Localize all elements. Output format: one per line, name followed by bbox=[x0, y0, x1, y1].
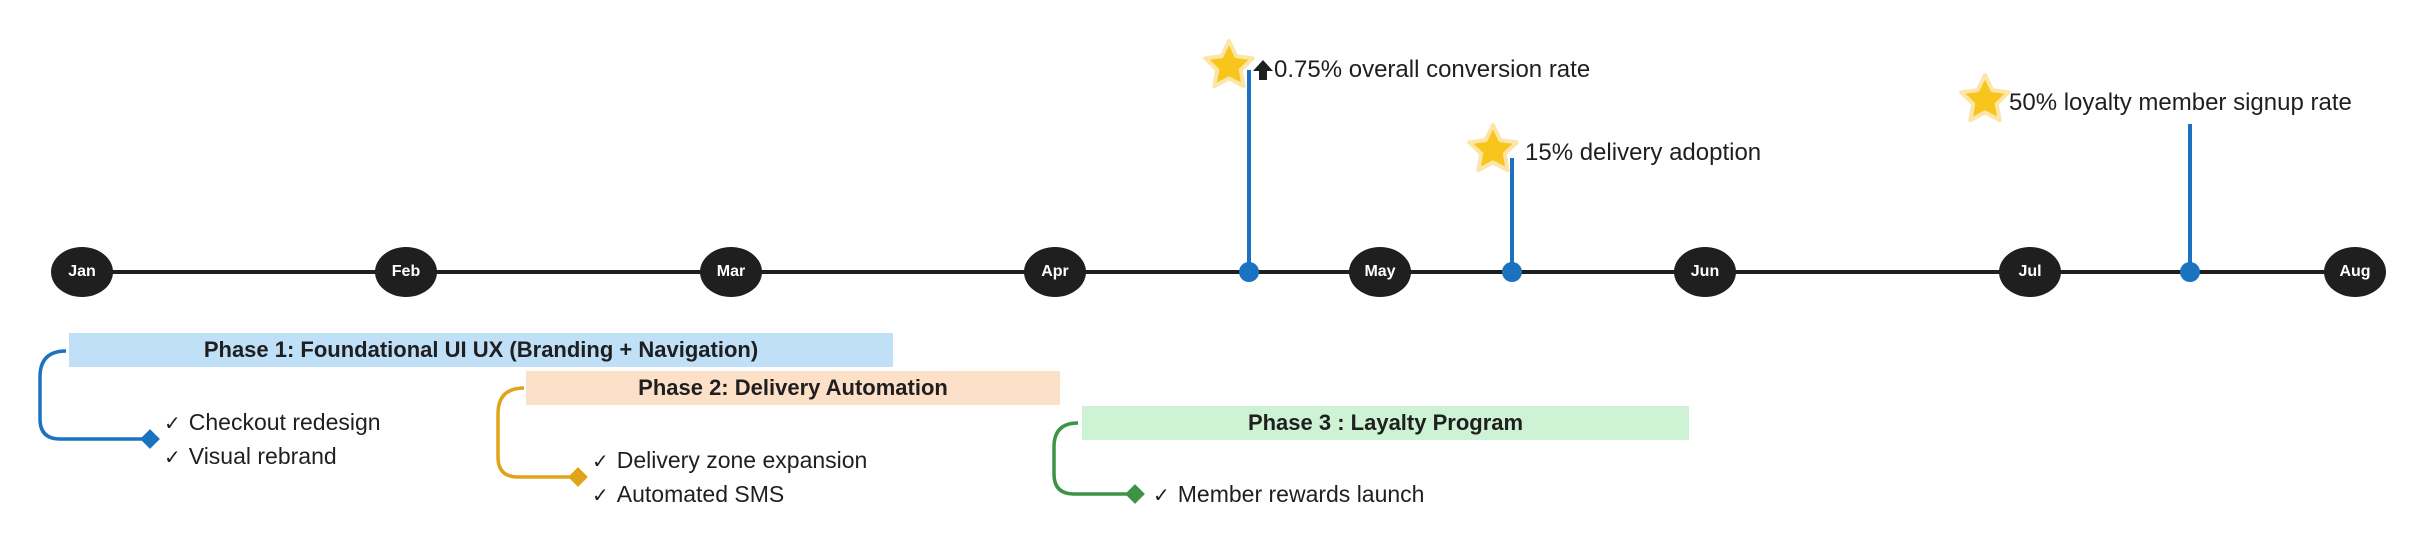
check-icon: ✓ bbox=[592, 451, 609, 473]
up-arrow-icon bbox=[1253, 60, 1273, 80]
month-node-aug bbox=[2324, 247, 2386, 297]
milestone-label-loyalty: 50% loyalty member signup rate bbox=[2009, 89, 2352, 116]
milestone-dot-1 bbox=[1239, 262, 1259, 282]
task-member-rewards-launch: ✓ Member rewards launch bbox=[1153, 481, 1424, 508]
task-label: Automated SMS bbox=[616, 481, 785, 507]
task-visual-rebrand: ✓ Visual rebrand bbox=[164, 443, 337, 470]
phase-3-diamond bbox=[1125, 484, 1145, 504]
task-label: Checkout redesign bbox=[188, 409, 381, 435]
month-node-may bbox=[1349, 247, 1411, 297]
phase-1-connector bbox=[38, 349, 150, 441]
task-label: Member rewards launch bbox=[1177, 481, 1425, 507]
milestone-label-conversion: 0.75% overall conversion rate bbox=[1274, 56, 1591, 83]
milestone-dot-2 bbox=[1502, 262, 1522, 282]
check-icon: ✓ bbox=[164, 413, 181, 435]
check-icon: ✓ bbox=[592, 485, 609, 507]
star-icon bbox=[1203, 39, 1255, 89]
milestone-dot-3 bbox=[2180, 262, 2200, 282]
task-label: Delivery zone expansion bbox=[616, 447, 868, 473]
task-checkout-redesign: ✓ Checkout redesign bbox=[164, 409, 381, 436]
star-icon bbox=[1467, 123, 1519, 173]
phase-1-diamond bbox=[140, 429, 160, 449]
phase-2-diamond bbox=[568, 467, 588, 487]
phase-3-connector bbox=[1052, 421, 1135, 496]
month-node-jun bbox=[1674, 247, 1736, 297]
check-icon: ✓ bbox=[164, 447, 181, 469]
star-icon bbox=[1959, 73, 2011, 123]
month-node-jan bbox=[51, 247, 113, 297]
phase-1-bar: Phase 1: Foundational UI UX (Branding + … bbox=[69, 333, 893, 367]
month-node-mar bbox=[700, 247, 762, 297]
month-node-apr bbox=[1024, 247, 1086, 297]
task-label: Visual rebrand bbox=[188, 443, 337, 469]
month-node-jul bbox=[1999, 247, 2061, 297]
check-icon: ✓ bbox=[1153, 485, 1170, 507]
task-automated-sms: ✓ Automated SMS bbox=[592, 481, 784, 508]
task-delivery-zone-expansion: ✓ Delivery zone expansion bbox=[592, 447, 867, 474]
milestone-label-delivery: 15% delivery adoption bbox=[1525, 139, 1762, 166]
month-node-feb bbox=[375, 247, 437, 297]
phase-2-connector bbox=[496, 386, 578, 479]
phase-3-bar: Phase 3 : Layalty Program bbox=[1082, 406, 1689, 440]
phase-2-bar: Phase 2: Delivery Automation bbox=[526, 371, 1060, 405]
